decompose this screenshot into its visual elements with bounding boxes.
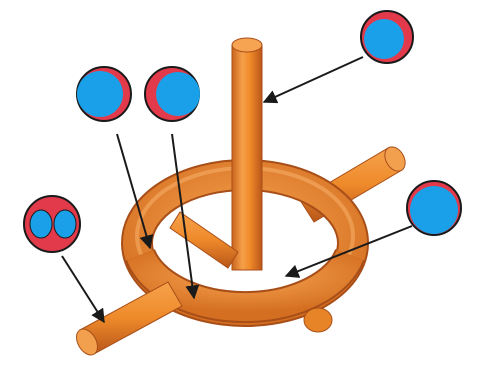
cross-section-left-arm	[24, 196, 80, 252]
vertical-rod	[232, 38, 262, 270]
cross-section-ring-front	[145, 67, 200, 121]
cross-section-ring-left	[77, 67, 131, 121]
lower-right-stub	[304, 308, 332, 332]
cross-section-ring-right	[407, 181, 461, 235]
cross-section-vertical-rod	[361, 11, 413, 63]
